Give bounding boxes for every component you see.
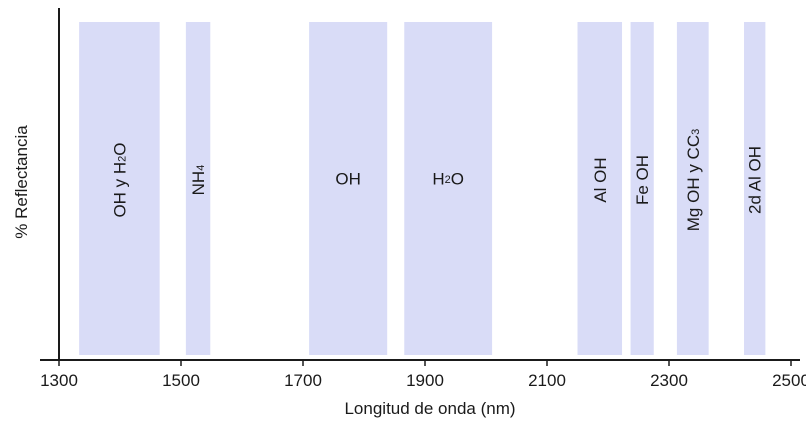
band-label-oh: OH [335,169,361,188]
absorption-bands [79,22,766,355]
band-oh [309,22,388,355]
x-axis-ticks: 1300 1500 1700 1900 2100 2300 2500 [40,360,806,390]
band-h2o [404,22,493,355]
band-oh-y-h2o [79,22,160,355]
band-labels: OH y H2O NH4 OH H2O Al OH Fe OH Mg OH y CC3 2d … [110,129,764,231]
band-2d-al-oh [744,22,766,355]
band-label-2d-al-oh: 2d Al OH [746,146,765,214]
band-al-oh [577,22,623,355]
x-axis-label: Longitud de onda (nm) [344,399,515,418]
band-label-nh4: NH4 [189,165,208,196]
x-tick-label: 1900 [406,371,444,390]
band-nh4 [185,22,211,355]
x-tick-label: 1300 [40,371,78,390]
x-tick-label: 2100 [528,371,566,390]
x-tick-label: 2300 [650,371,688,390]
x-tick-label: 1700 [284,371,322,390]
band-label-oh-y-h2o: OH y H2O [110,142,129,217]
band-label-h2o: H2O [432,169,464,188]
y-axis-label: % Reflectancia [12,125,31,239]
x-tick-label: 1500 [162,371,200,390]
x-tick-label: 2500 [772,371,806,390]
band-label-mg-oh-y-cc3: Mg OH y CC3 [684,129,703,231]
band-fe-oh [630,22,654,355]
band-label-al-oh: Al OH [591,157,610,202]
band-mg-oh-y-cc3 [676,22,709,355]
band-label-fe-oh: Fe OH [633,155,652,205]
